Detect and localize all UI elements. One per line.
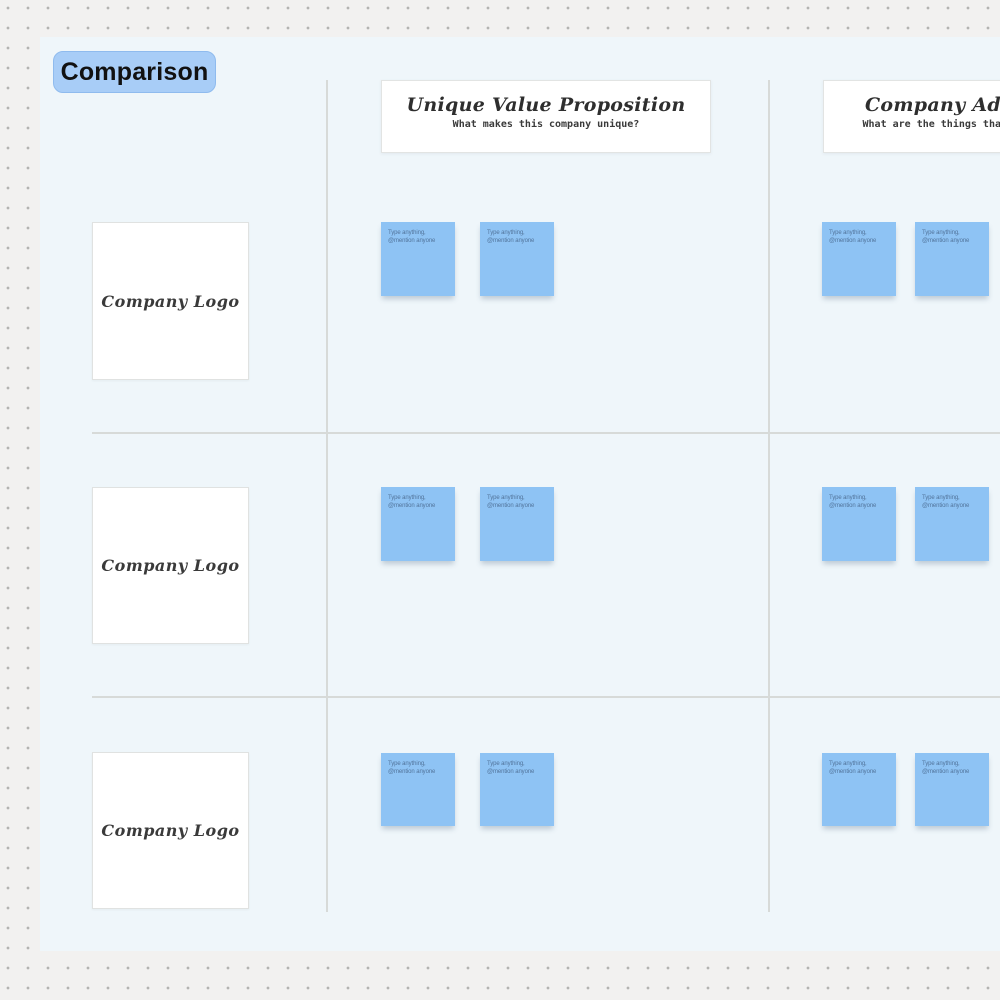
column-header-company-advantages[interactable]: Company Ad What are the things tha	[823, 80, 1000, 153]
sticky-note[interactable]: Type anything, @mention anyone	[480, 753, 554, 826]
company-logo-label: Company Logo	[101, 556, 240, 575]
company-logo-shape-row-1[interactable]: Company Logo	[92, 222, 249, 380]
column-subtitle: What makes this company unique?	[452, 119, 640, 130]
sticky-note[interactable]: Type anything, @mention anyone	[915, 487, 989, 561]
frame-title-badge[interactable]: Comparison	[53, 51, 216, 93]
grid-line-vertical-1	[326, 80, 328, 912]
sticky-note[interactable]: Type anything, @mention anyone	[822, 222, 896, 296]
sticky-note[interactable]: Type anything, @mention anyone	[381, 222, 455, 296]
sticky-note[interactable]: Type anything, @mention anyone	[915, 222, 989, 296]
grid-line-vertical-2	[768, 80, 770, 912]
sticky-note[interactable]: Type anything, @mention anyone	[480, 487, 554, 561]
column-subtitle: What are the things tha	[862, 119, 1000, 130]
company-logo-shape-row-2[interactable]: Company Logo	[92, 487, 249, 644]
sticky-note[interactable]: Type anything, @mention anyone	[381, 753, 455, 826]
sticky-note[interactable]: Type anything, @mention anyone	[822, 487, 896, 561]
sticky-note[interactable]: Type anything, @mention anyone	[480, 222, 554, 296]
grid-line-horizontal-2	[92, 696, 1000, 698]
column-title: Company Ad	[865, 94, 1000, 116]
company-logo-label: Company Logo	[101, 821, 240, 840]
sticky-note[interactable]: Type anything, @mention anyone	[915, 753, 989, 826]
column-title: Unique Value Proposition	[406, 94, 686, 116]
company-logo-shape-row-3[interactable]: Company Logo	[92, 752, 249, 909]
company-logo-label: Company Logo	[101, 291, 240, 311]
column-header-unique-value-proposition[interactable]: Unique Value Proposition What makes this…	[381, 80, 711, 153]
sticky-note[interactable]: Type anything, @mention anyone	[381, 487, 455, 561]
grid-line-horizontal-1	[92, 432, 1000, 434]
sticky-note[interactable]: Type anything, @mention anyone	[822, 753, 896, 826]
